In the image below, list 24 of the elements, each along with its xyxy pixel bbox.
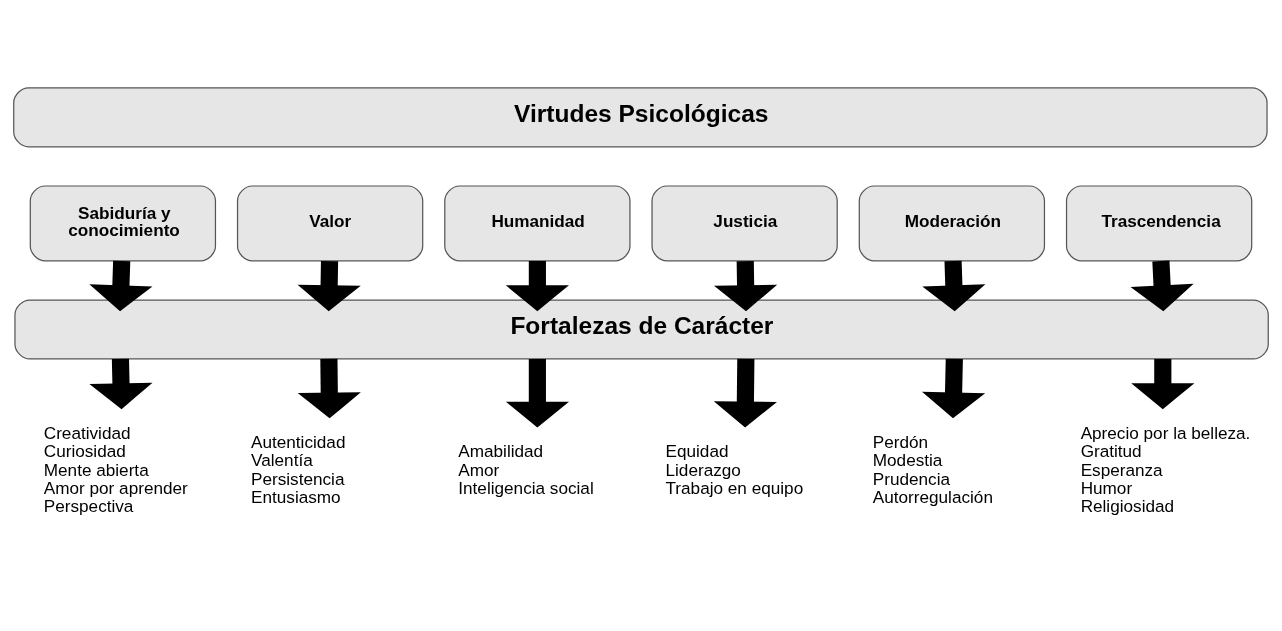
arrow bbox=[89, 260, 153, 311]
node-text: Aprecio por la belleza. Gratitud Esperanza Humor Religiosidad bbox=[1080, 422, 1251, 516]
node-box: Trascendencia bbox=[1065, 184, 1253, 261]
node-box: Sabiduría y conocimiento bbox=[29, 184, 217, 261]
arrow bbox=[922, 260, 986, 311]
arrow bbox=[714, 260, 778, 311]
node-box: Valor bbox=[236, 184, 424, 261]
arrow bbox=[922, 358, 986, 418]
arrow bbox=[713, 358, 777, 427]
node-box: Humanidad bbox=[444, 184, 631, 261]
node-text: Amabilidad Amor Inteligencia social bbox=[458, 440, 594, 498]
node-text: Creatividad Curiosidad Mente abierta Amor por aprender Perspectiva bbox=[43, 422, 188, 516]
node-text: Autenticidad Valentía Persistencia Entusiasmo bbox=[251, 431, 346, 507]
arrow bbox=[89, 358, 153, 409]
arrow bbox=[1131, 358, 1195, 409]
arrow bbox=[297, 358, 361, 418]
node-text: Perdón Modestia Prudencia Autorregulación bbox=[872, 431, 993, 507]
arrow bbox=[1130, 260, 1194, 311]
node-text: Equidad Liderazgo Trabajo en equipo bbox=[665, 440, 804, 498]
node-box: Justicia bbox=[651, 184, 838, 261]
arrow bbox=[505, 260, 569, 311]
arrow bbox=[297, 260, 361, 311]
node-box: Moderación bbox=[858, 184, 1046, 261]
arrow bbox=[505, 358, 569, 427]
